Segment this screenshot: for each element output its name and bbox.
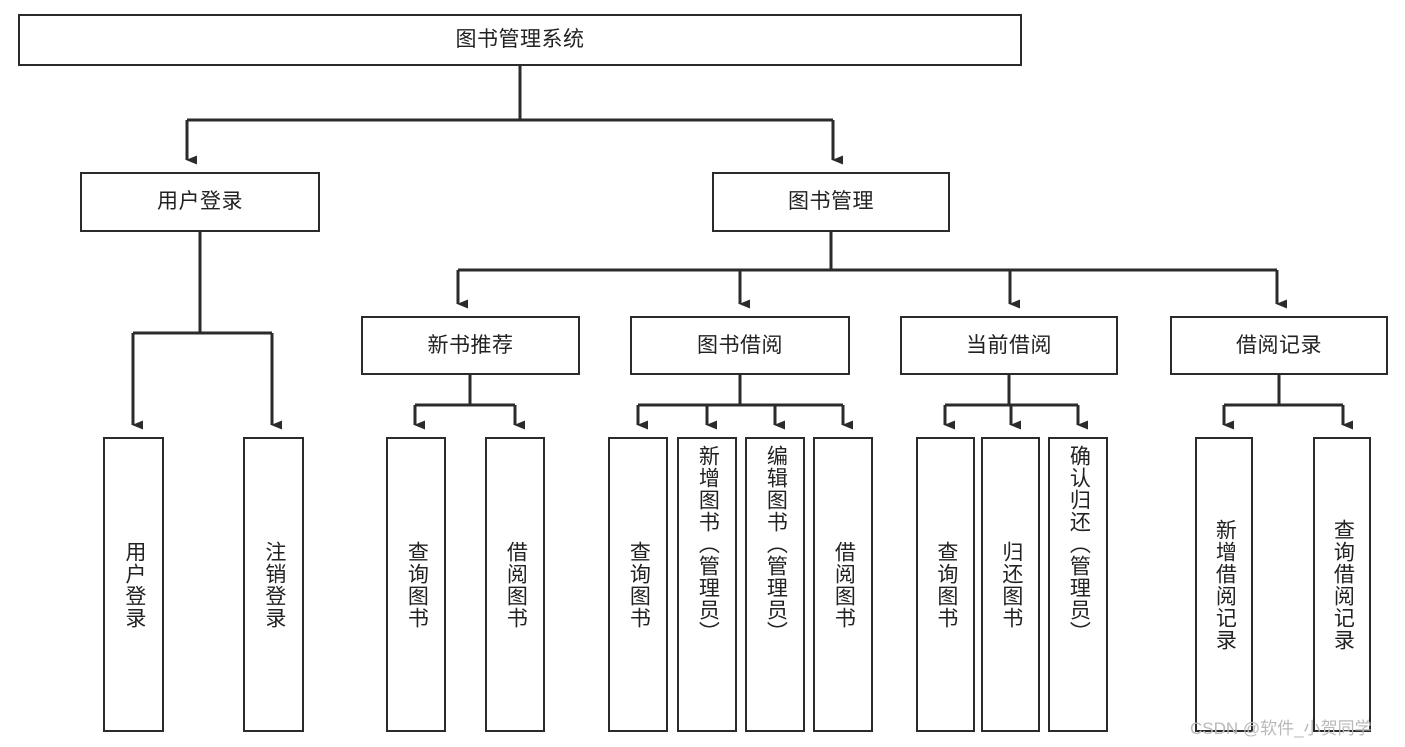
node-leaf-borrow-book-2[interactable]: 借阅图书 <box>813 437 873 732</box>
node-label: 借阅图书 <box>504 540 528 629</box>
node-label: 借阅图书 <box>832 540 856 629</box>
node-label: 借阅记录 <box>1236 333 1322 357</box>
node-leaf-borrow-book-1[interactable]: 借阅图书 <box>485 437 545 732</box>
node-current-borrow[interactable]: 当前借阅 <box>900 316 1118 375</box>
node-leaf-add-book[interactable]: 新增图书（管理员） <box>677 437 737 732</box>
current-borrow-connectors <box>943 375 1088 430</box>
node-leaf-query-record[interactable]: 查询借阅记录 <box>1313 437 1371 732</box>
book-management-connectors <box>456 232 1287 309</box>
node-book-borrow[interactable]: 图书借阅 <box>630 316 850 375</box>
node-label: 查询借阅记录 <box>1331 518 1355 651</box>
node-leaf-query-book-1[interactable]: 查询图书 <box>386 437 446 732</box>
node-book-management[interactable]: 图书管理 <box>712 172 950 232</box>
node-leaf-confirm-return[interactable]: 确认归还（管理员） <box>1048 437 1108 732</box>
node-leaf-query-book-2[interactable]: 查询图书 <box>608 437 668 732</box>
book-borrow-connectors <box>636 375 853 430</box>
node-leaf-user-login[interactable]: 用户登录 <box>103 437 164 732</box>
root-connectors <box>185 66 843 165</box>
node-label: 图书借阅 <box>697 333 783 357</box>
node-new-book-recommend[interactable]: 新书推荐 <box>361 316 580 375</box>
user-login-connectors <box>131 232 282 430</box>
node-label: 图书管理系统 <box>455 28 585 52</box>
new-book-recommend-connectors <box>413 375 525 430</box>
node-root-book-management-system[interactable]: 图书管理系统 <box>18 14 1022 66</box>
node-leaf-query-book-3[interactable]: 查询图书 <box>916 437 975 732</box>
node-label: 编辑图书（管理员） <box>764 445 788 643</box>
node-label: 查询图书 <box>627 540 651 629</box>
node-leaf-return-book[interactable]: 归还图书 <box>981 437 1040 732</box>
node-label: 查询图书 <box>934 540 958 629</box>
node-label: 用户登录 <box>157 190 243 214</box>
node-label: 图书管理 <box>788 190 874 214</box>
node-leaf-edit-book[interactable]: 编辑图书（管理员） <box>745 437 805 732</box>
node-label: 查询图书 <box>405 540 429 629</box>
node-label: 当前借阅 <box>966 333 1052 357</box>
borrow-record-connectors <box>1222 375 1353 430</box>
node-label: 归还图书 <box>999 540 1023 629</box>
node-label: 注销登录 <box>262 540 286 629</box>
node-leaf-logout[interactable]: 注销登录 <box>243 437 304 732</box>
node-label: 新增图书（管理员） <box>696 445 720 643</box>
node-leaf-add-record[interactable]: 新增借阅记录 <box>1195 437 1253 732</box>
node-borrow-record[interactable]: 借阅记录 <box>1170 316 1388 375</box>
node-label: 确认归还（管理员） <box>1067 445 1091 643</box>
node-label: 新增借阅记录 <box>1213 518 1237 651</box>
node-label: 用户登录 <box>122 540 146 629</box>
node-label: 新书推荐 <box>427 333 514 357</box>
node-user-login[interactable]: 用户登录 <box>80 172 320 232</box>
